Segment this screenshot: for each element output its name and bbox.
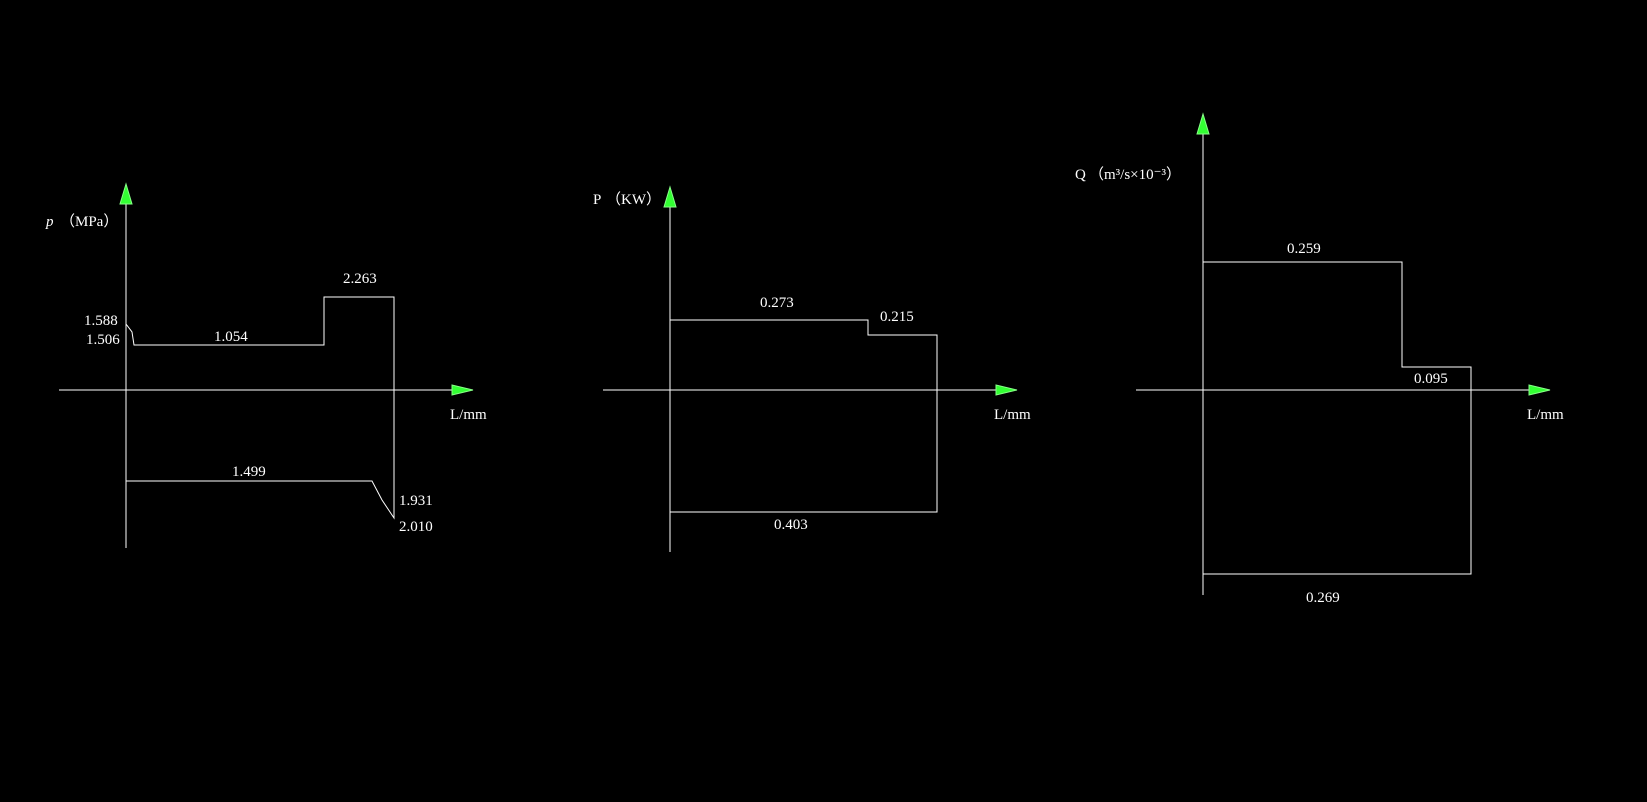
flow-value-label: 0.269 xyxy=(1306,590,1340,606)
pressure-y-unit: （MPa） xyxy=(60,213,118,230)
flow-x-label: L/mm xyxy=(1527,407,1564,423)
pressure-y-label: p xyxy=(45,214,54,230)
pressure-x-label: L/mm xyxy=(450,407,487,423)
flow-y-label: Q xyxy=(1075,167,1086,183)
pressure-value-label: 1.506 xyxy=(86,332,120,348)
pressure-x-axis-arrow xyxy=(451,384,474,396)
power-value-label: 0.215 xyxy=(880,309,914,325)
flow-upper-curve xyxy=(1203,261,1472,390)
power-x-label: L/mm xyxy=(994,407,1031,423)
power-y-label: P xyxy=(593,192,601,208)
power-value-label: 0.273 xyxy=(760,295,794,311)
flow-y-axis-arrow xyxy=(1196,112,1210,135)
pressure-value-label: 1.499 xyxy=(232,464,266,480)
pressure-value-label: 1.931 xyxy=(399,493,433,509)
power-upper-curve xyxy=(670,319,938,390)
flow-x-axis-arrow xyxy=(1528,384,1551,396)
power-x-axis-arrow xyxy=(995,384,1018,396)
pressure-lower-curve xyxy=(126,390,395,520)
power-value-label: 0.403 xyxy=(774,517,808,533)
power-chart: P （KW） L/mm 0.273 0.215 0.403 xyxy=(593,185,1031,552)
flow-y-unit: （m³/s×10⁻³） xyxy=(1089,166,1181,183)
power-y-axis-arrow xyxy=(663,185,677,208)
pressure-chart: p （MPa） L/mm 1.588 1.506 1.054 2.263 1.4… xyxy=(45,182,487,548)
flow-lower-curve xyxy=(1203,390,1472,575)
flow-value-label: 0.095 xyxy=(1414,371,1448,387)
pressure-upper-curve xyxy=(125,296,395,390)
pressure-y-axis-arrow xyxy=(119,182,133,205)
pressure-value-label: 2.010 xyxy=(399,519,433,535)
pressure-value-label: 1.588 xyxy=(84,313,118,329)
flow-chart: Q （m³/s×10⁻³） L/mm 0.259 0.095 0.269 xyxy=(1075,112,1564,606)
power-y-unit: （KW） xyxy=(606,191,661,208)
flow-value-label: 0.259 xyxy=(1287,241,1321,257)
pressure-value-label: 1.054 xyxy=(214,329,248,345)
power-lower-curve xyxy=(670,390,938,513)
pressure-value-label: 2.263 xyxy=(343,271,377,287)
